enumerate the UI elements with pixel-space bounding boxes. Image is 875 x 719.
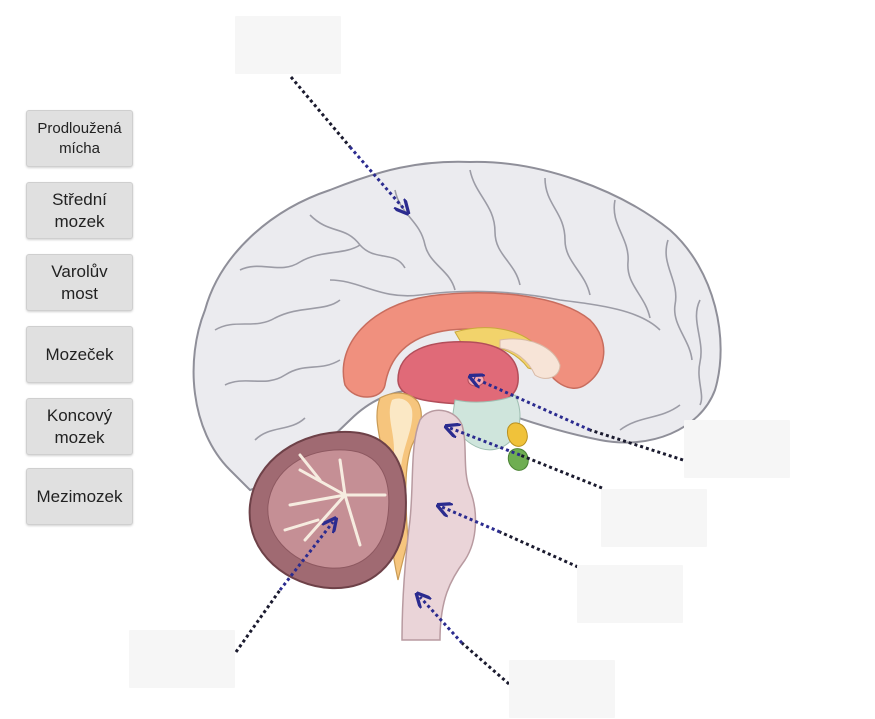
pointer-right1-black — [589, 428, 684, 462]
pointer-br-black — [461, 641, 510, 686]
pointer-top-blue — [348, 146, 405, 210]
label-chip-varoluv-most[interactable]: Varolův most — [26, 254, 133, 311]
label-chip-prodlouzena-micha[interactable]: Prodloužená mícha — [26, 110, 133, 167]
pointer-bl-black — [234, 589, 282, 653]
pointer-right3-black — [499, 530, 579, 569]
pointer-heads — [278, 146, 591, 645]
drop-zone-right-3[interactable] — [577, 565, 683, 623]
label-chip-koncovy-mozek[interactable]: Koncový mozek — [26, 398, 133, 455]
drop-zone-right-1[interactable] — [684, 420, 790, 478]
septum — [499, 338, 561, 379]
pointer-bl-blue — [278, 522, 333, 591]
brainstem — [401, 409, 477, 641]
pointer-right3-blue — [442, 507, 501, 534]
pituitary-green — [507, 448, 529, 471]
drop-zone-bottom-left[interactable] — [129, 630, 235, 688]
drop-zone-right-2[interactable] — [601, 489, 707, 547]
thalamus — [397, 341, 519, 406]
drop-zone-top[interactable] — [235, 16, 341, 74]
label-chip-mezimozek[interactable]: Mezimozek — [26, 468, 133, 525]
pointer-lines — [234, 76, 684, 686]
label-chip-mozecek[interactable]: Mozeček — [26, 326, 133, 383]
pineal-spot — [467, 373, 485, 387]
midbrain-light — [389, 398, 413, 520]
pituitary-yellow — [507, 422, 528, 447]
pointer-right2-black — [519, 453, 603, 490]
pointer-top-black — [289, 76, 352, 148]
label-chip-stredni-mozek[interactable]: Střední mozek — [26, 182, 133, 239]
cerebellum — [248, 430, 407, 590]
corpus-callosum — [342, 292, 605, 398]
pointer-br-blue — [420, 597, 464, 645]
drop-zone-bottom-right[interactable] — [509, 660, 615, 718]
pointer-right2-blue — [450, 428, 521, 457]
